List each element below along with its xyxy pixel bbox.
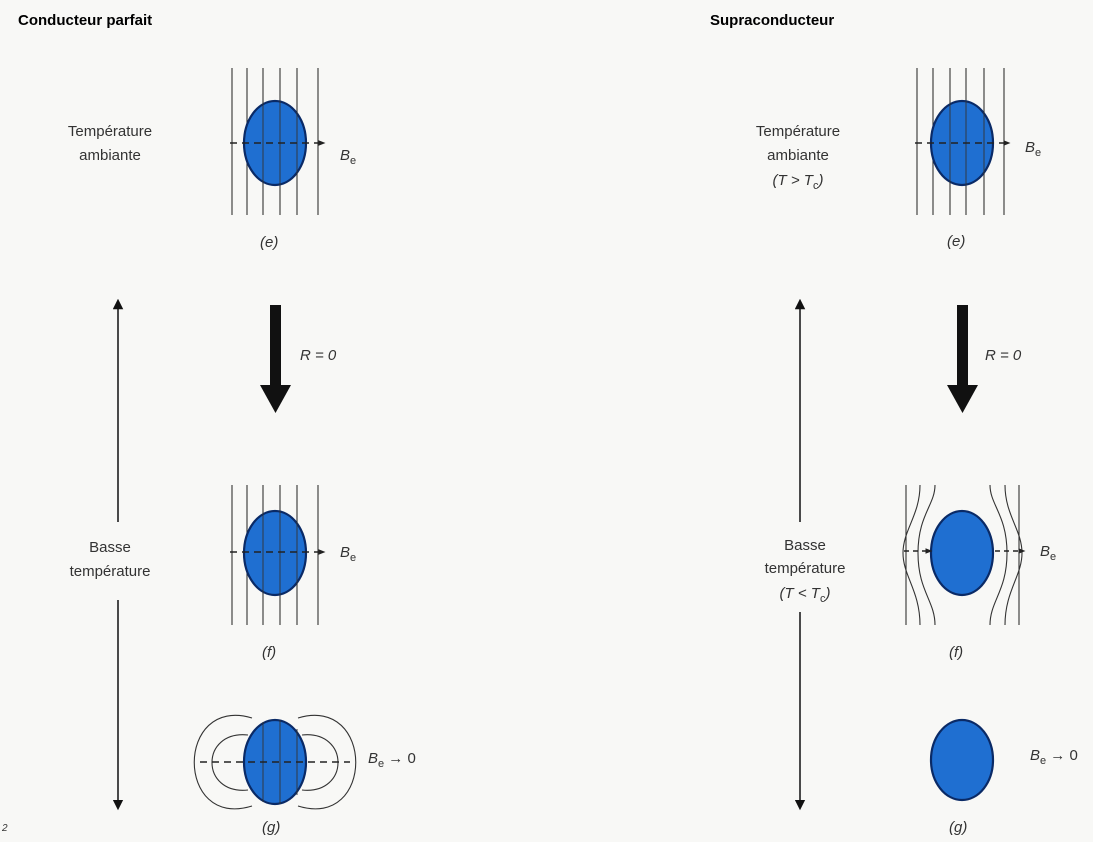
right-state-warm-condition: (T > Tc) (773, 172, 824, 192)
right-r-zero-label: R = 0 (985, 347, 1022, 364)
right-state-warm-line1: Température (756, 123, 840, 140)
left-heading: Conducteur parfait (18, 12, 152, 29)
right-g-sphere (929, 718, 995, 802)
right-diagram-e: Be (e) (915, 68, 1041, 250)
left-f-sphere (242, 509, 308, 597)
left-caption-g: (g) (262, 819, 280, 836)
left-state-cold-line1: Basse (89, 539, 131, 556)
left-r-zero-arrow: R = 0 (260, 305, 337, 413)
right-f-field-label: Be (1040, 543, 1056, 563)
right-state-warm-line2: ambiante (767, 147, 829, 164)
right-diagram-g: Be → 0 (g) (929, 718, 1078, 836)
left-caption-e: (e) (260, 234, 278, 251)
left-diagram-f: Be (f) (230, 485, 356, 661)
corner-mark: 2 (1, 823, 8, 834)
left-state-warm-line1: Température (68, 123, 152, 140)
right-heading: Supraconducteur (710, 12, 834, 29)
right-diagram-f: Be (f) (902, 484, 1056, 661)
right-caption-e: (e) (947, 233, 965, 250)
left-r-zero-label: R = 0 (300, 347, 337, 364)
right-caption-g: (g) (949, 819, 967, 836)
right-g-field-label: Be → 0 (1030, 747, 1078, 767)
left-panel: Conducteur parfait Be (e) Température am… (18, 12, 416, 836)
right-f-sphere (929, 509, 995, 597)
right-panel: Supraconducteur Température ambiante (T … (710, 12, 1078, 836)
left-e-field-label: Be (340, 147, 356, 167)
left-state-cold-line2: température (70, 563, 151, 580)
left-caption-f: (f) (262, 644, 276, 661)
right-state-cold-line2: température (765, 560, 846, 577)
left-diagram-g: Be → 0 (g) (193, 715, 416, 836)
left-state-warm-line2: ambiante (79, 147, 141, 164)
right-caption-f: (f) (949, 644, 963, 661)
right-state-cold-condition: (T < Tc) (780, 585, 831, 605)
left-diagram-e: Be (e) Température ambiante (68, 68, 356, 251)
right-e-field-label: Be (1025, 139, 1041, 159)
left-g-field-label: Be → 0 (368, 750, 416, 770)
right-r-zero-arrow: R = 0 (947, 305, 1022, 413)
left-f-field-label: Be (340, 544, 356, 564)
right-state-cold-line1: Basse (784, 537, 826, 554)
